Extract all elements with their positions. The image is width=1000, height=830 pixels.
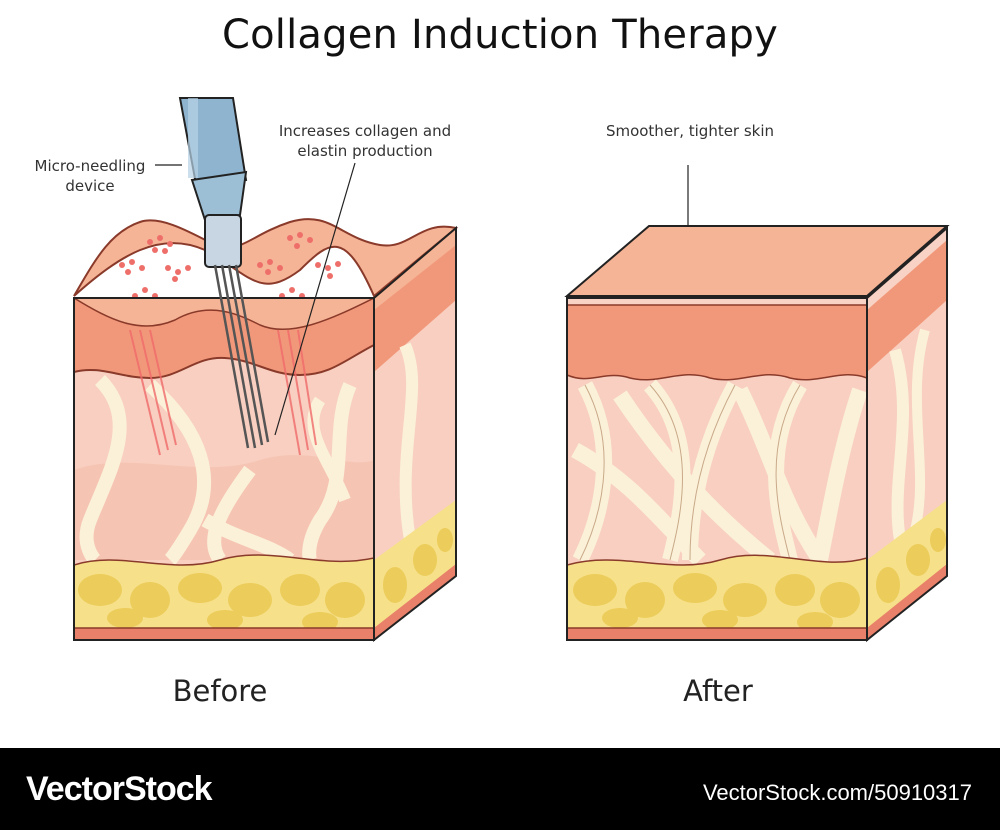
brand-logo: VectorStock <box>26 770 213 808</box>
after-skin-block <box>564 225 950 643</box>
before-skin-block <box>73 218 459 643</box>
label-collagen-production: Increases collagen and elastin productio… <box>278 122 452 160</box>
skin-diagram <box>73 97 950 643</box>
watermark-footer: VectorStock VectorStock.com/50910317 <box>0 748 1000 830</box>
micro-needling-device <box>178 97 270 449</box>
after-fat-cells <box>573 573 860 632</box>
label-micro-needling-device: Micro-needling device <box>34 157 146 195</box>
stimulation-lines <box>129 329 317 456</box>
diagram-title: Collagen Induction Therapy <box>221 12 779 58</box>
caption-after: After <box>683 674 753 708</box>
needles <box>213 264 270 449</box>
image-id: VectorStock.com/50910317 <box>702 780 972 805</box>
label-smoother-skin: Smoother, tighter skin <box>605 122 775 140</box>
caption-before: Before <box>172 674 268 708</box>
before-fat-cells <box>78 573 365 632</box>
before-pore-dots <box>119 232 341 303</box>
